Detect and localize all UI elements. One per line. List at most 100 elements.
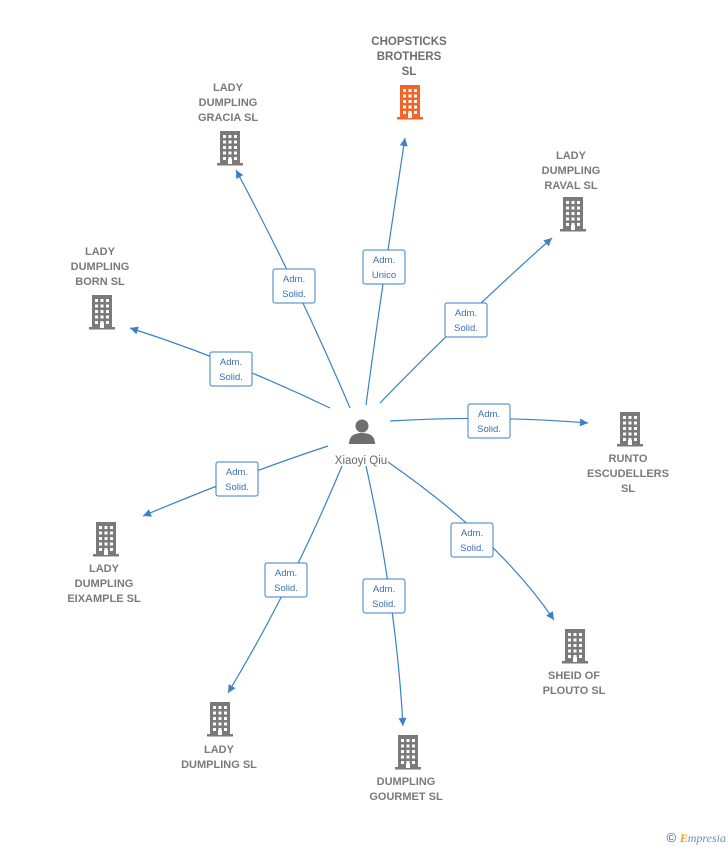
- company-label-line[interactable]: DUMPLING: [71, 261, 130, 273]
- company-label-line[interactable]: BROTHERS: [377, 51, 442, 63]
- brand-name: mpresia: [687, 831, 726, 845]
- nodes-layer: CHOPSTICKS BROTHERS SL LADY DUMPLING GRACIA S…: [67, 36, 669, 803]
- company-label-line[interactable]: SHEID OF: [548, 670, 600, 682]
- role-text: Solid.: [219, 372, 243, 383]
- company-label-line[interactable]: LADY: [556, 150, 587, 162]
- role-box-chopsticks[interactable]: Adm. Unico: [362, 249, 406, 285]
- role-box-runto[interactable]: Adm. Solid.: [467, 403, 511, 439]
- building-icon: [617, 412, 643, 447]
- role-text: Adm.: [220, 357, 242, 368]
- company-node-gourmet[interactable]: DUMPLING GOURMET SL: [369, 735, 443, 803]
- role-box-frame: [444, 302, 488, 338]
- company-label-line[interactable]: LADY: [85, 246, 116, 258]
- role-text: Solid.: [372, 599, 396, 610]
- person-icon: [349, 419, 375, 444]
- role-text: Adm.: [226, 467, 248, 478]
- role-text: Solid.: [282, 289, 306, 300]
- role-text: Solid.: [454, 323, 478, 334]
- person-node[interactable]: Xiaoyi Qiu: [335, 419, 387, 468]
- edge-arrowhead: [130, 326, 139, 335]
- building-icon: [395, 735, 421, 770]
- role-box-frame: [362, 578, 406, 614]
- company-label-line[interactable]: ESCUDELLERS: [587, 468, 669, 480]
- company-node-sheid[interactable]: SHEID OF PLOUTO SL: [543, 629, 606, 697]
- role-text: Adm.: [455, 308, 477, 319]
- building-icon: [207, 702, 233, 737]
- edge-arrowhead: [579, 418, 588, 427]
- role-text: Solid.: [225, 482, 249, 493]
- company-label-line[interactable]: RAVAL SL: [544, 180, 597, 192]
- role-text: Solid.: [274, 583, 298, 594]
- company-label-line[interactable]: DUMPLING: [377, 776, 436, 788]
- company-label-line[interactable]: LADY: [213, 82, 244, 94]
- edges-layer: [129, 137, 589, 727]
- brand-logo[interactable]: Empresia: [680, 831, 726, 845]
- role-text: Solid.: [460, 543, 484, 554]
- role-box-frame: [272, 268, 316, 304]
- company-label-line[interactable]: DUMPLING: [75, 578, 134, 590]
- role-box-sheid[interactable]: Adm. Solid.: [450, 522, 494, 558]
- edge-arrowhead: [399, 138, 408, 147]
- role-text: Adm.: [373, 255, 395, 266]
- role-text: Adm.: [461, 528, 483, 539]
- copyright-symbol: ©: [666, 830, 677, 845]
- company-label-line[interactable]: SL: [621, 483, 635, 495]
- role-box-frame: [450, 522, 494, 558]
- role-box-frame: [362, 249, 406, 285]
- role-box-eixample[interactable]: Adm. Solid.: [215, 461, 259, 497]
- person-name[interactable]: Xiaoyi Qiu: [335, 455, 387, 467]
- company-label-line[interactable]: RUNTO: [609, 453, 648, 465]
- company-label-line[interactable]: LADY: [89, 563, 120, 575]
- company-node-runto[interactable]: RUNTO ESCUDELLERS SL: [587, 412, 669, 495]
- role-box-ladysl[interactable]: Adm. Solid.: [264, 562, 308, 598]
- company-label-line[interactable]: EIXAMPLE SL: [67, 593, 141, 605]
- role-box-gourmet[interactable]: Adm. Solid.: [362, 578, 406, 614]
- company-label-line[interactable]: SL: [402, 66, 417, 78]
- company-label-line[interactable]: GOURMET SL: [369, 791, 443, 803]
- role-text: Adm.: [478, 409, 500, 420]
- role-box-frame: [264, 562, 308, 598]
- role-box-gracia[interactable]: Adm. Solid.: [272, 268, 316, 304]
- role-text: Solid.: [477, 424, 501, 435]
- edge-arrowhead: [228, 684, 236, 693]
- edge-chopsticks: [365, 137, 408, 406]
- role-text: Adm.: [373, 584, 395, 595]
- role-box-raval[interactable]: Adm. Solid.: [444, 302, 488, 338]
- company-node-eixample[interactable]: LADY DUMPLING EIXAMPLE SL: [67, 522, 141, 605]
- role-box-frame: [467, 403, 511, 439]
- edge-arrowhead: [143, 509, 152, 517]
- company-label-line[interactable]: CHOPSTICKS: [371, 36, 447, 48]
- company-label-line[interactable]: DUMPLING: [542, 165, 601, 177]
- role-box-frame: [215, 461, 259, 497]
- building-icon: [93, 522, 119, 557]
- company-node-gracia[interactable]: LADY DUMPLING GRACIA SL: [198, 82, 258, 166]
- role-box-frame: [209, 351, 253, 387]
- company-node-chopsticks[interactable]: CHOPSTICKS BROTHERS SL: [371, 36, 447, 120]
- edge-arrowhead: [398, 717, 407, 726]
- role-text: Adm.: [283, 274, 305, 285]
- copyright-footer: © Empresia: [667, 830, 726, 846]
- edge-line: [365, 137, 406, 406]
- role-text: Unico: [372, 270, 396, 281]
- building-icon: [217, 131, 243, 166]
- company-node-born[interactable]: LADY DUMPLING BORN SL: [71, 246, 130, 330]
- building-icon: [397, 85, 423, 120]
- building-icon: [562, 629, 588, 664]
- roles-layer: Adm.UnicoAdm.Solid.Adm.Solid.Adm.Solid.A…: [209, 249, 511, 614]
- company-label-line[interactable]: DUMPLING SL: [181, 759, 257, 771]
- role-box-born[interactable]: Adm. Solid.: [209, 351, 253, 387]
- role-text: Adm.: [275, 568, 297, 579]
- building-icon: [560, 197, 586, 232]
- company-label-line[interactable]: LADY: [204, 744, 235, 756]
- company-node-raval[interactable]: LADY DUMPLING RAVAL SL: [542, 150, 601, 232]
- brand-initial: E: [679, 831, 688, 845]
- company-label-line[interactable]: BORN SL: [75, 276, 125, 288]
- edge-arrowhead: [546, 611, 554, 620]
- company-label-line[interactable]: DUMPLING: [199, 97, 258, 109]
- company-node-ladysl[interactable]: LADY DUMPLING SL: [181, 702, 257, 771]
- company-label-line[interactable]: PLOUTO SL: [543, 685, 606, 697]
- edge-arrowhead: [543, 238, 552, 247]
- company-label-line[interactable]: GRACIA SL: [198, 112, 258, 124]
- edge-arrowhead: [236, 170, 244, 179]
